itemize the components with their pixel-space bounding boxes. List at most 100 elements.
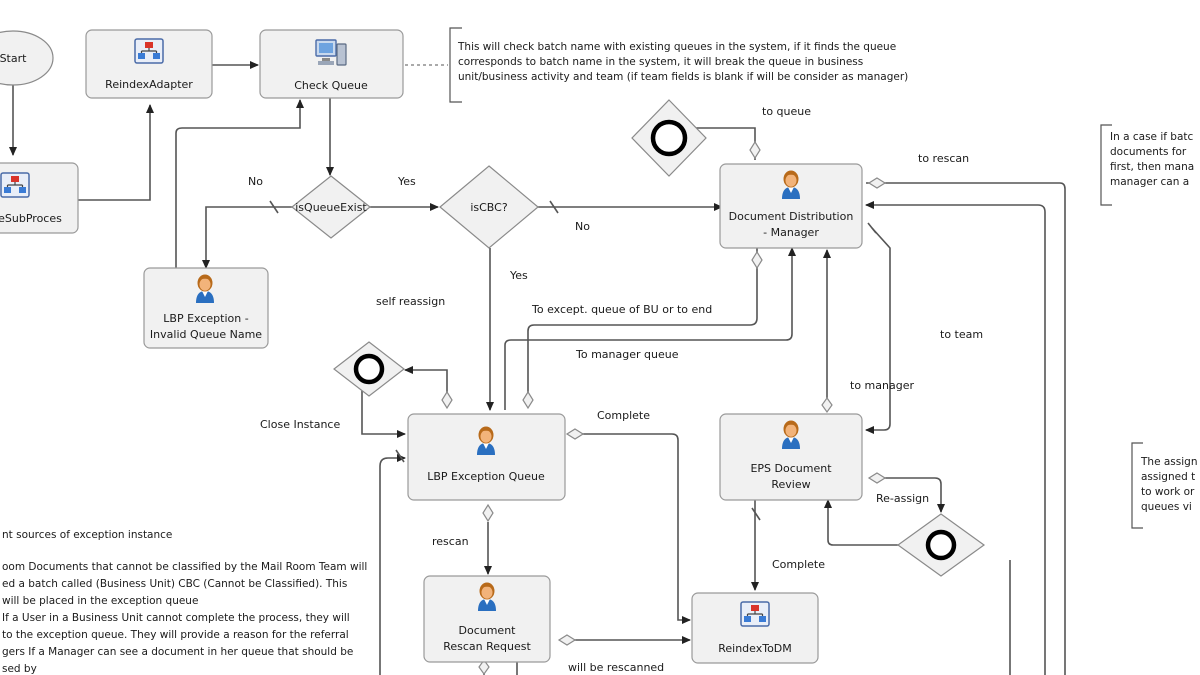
edge-label-self-reassign: self reassign xyxy=(376,295,445,308)
end-event-top[interactable] xyxy=(631,99,707,177)
condition-slash xyxy=(549,200,559,214)
connector-diamond xyxy=(522,390,534,410)
doc-distribution-label-2: - Manager xyxy=(763,226,819,239)
note-line: In a case if batc xyxy=(1110,131,1194,143)
note-line: If a User in a Business Unit cannot comp… xyxy=(2,612,350,624)
note-exception-sources: nt sources of exception instance oom Doc… xyxy=(2,529,367,675)
org-chart-icon xyxy=(740,601,770,627)
condition-slash xyxy=(269,200,279,214)
connector-diamond xyxy=(867,472,887,484)
note-right-top: In a case if batc documents for first, t… xyxy=(1100,124,1194,206)
gateway-is-cbc[interactable]: isCBC? xyxy=(439,165,539,249)
note-line: nt sources of exception instance xyxy=(2,529,172,541)
edge-exception-to-manager-queue xyxy=(504,247,796,410)
lbp-invalid-label-2: Invalid Queue Name xyxy=(150,328,262,341)
edge-label-no-right: No xyxy=(575,220,590,233)
edge-isqueueexist-no xyxy=(202,206,294,269)
edge-rescan-return xyxy=(865,201,1046,675)
connector-diamond xyxy=(478,658,490,675)
note-line: The assign xyxy=(1140,456,1197,468)
note-line: sed by xyxy=(2,663,37,675)
edge-label-complete-top: Complete xyxy=(597,409,650,422)
connector-diamond xyxy=(441,390,453,410)
edge-label-yes-down: Yes xyxy=(509,269,528,282)
connector-diamond xyxy=(565,428,585,440)
node-reindex-adapter[interactable]: ReindexAdapter xyxy=(85,29,213,99)
note-line: documents for xyxy=(1110,146,1187,158)
edge-label-to-team: to team xyxy=(940,328,983,341)
node-check-queue[interactable]: Check Queue xyxy=(259,29,404,99)
node-reindex-to-dm[interactable]: ReindexToDM xyxy=(691,592,819,664)
end-event-left[interactable] xyxy=(333,341,405,397)
end-event-icon xyxy=(925,529,957,561)
lbp-invalid-label-1: LBP Exception - xyxy=(163,312,248,325)
edge-label-will-be-rescanned: will be rescanned xyxy=(568,661,664,674)
edge-label-rescan: rescan xyxy=(432,535,469,548)
note-line: to the exception queue. They will provid… xyxy=(2,629,349,641)
edge-subprocess-to-reindex xyxy=(78,104,154,201)
note-line: corresponds to batch name in the system,… xyxy=(458,56,863,68)
connector-diamond xyxy=(749,140,761,160)
org-chart-icon xyxy=(0,172,30,198)
note-line: will be placed in the exception queue xyxy=(2,595,198,607)
edge-eps-reassign xyxy=(882,477,945,513)
node-document-distribution[interactable]: Document Distribution - Manager xyxy=(719,163,863,249)
note-line: unit/business activity and team (if team… xyxy=(458,71,908,83)
edges xyxy=(9,61,1066,675)
connector-diamond xyxy=(867,177,887,189)
lbp-exception-queue-label: LBP Exception Queue xyxy=(427,470,545,483)
note-line: gers If a Manager can see a document in … xyxy=(2,646,353,658)
eps-review-label-2: Review xyxy=(771,478,810,491)
condition-slash xyxy=(751,507,761,521)
rescan-request-label-1: Document xyxy=(459,624,517,637)
end-event-icon xyxy=(650,119,688,157)
edge-close-instance xyxy=(361,390,406,438)
node-lbp-invalid[interactable]: LBP Exception - Invalid Queue Name xyxy=(143,267,269,349)
check-queue-label: Check Queue xyxy=(294,79,368,92)
connector-diamond xyxy=(482,503,494,523)
edge-label-to-queue: to queue xyxy=(762,105,811,118)
edge-distribution-to-rescan xyxy=(866,182,1066,675)
org-chart-icon xyxy=(134,38,164,64)
node-rescan-request[interactable]: Document Rescan Request xyxy=(423,575,551,663)
edge-exception-to-end xyxy=(404,366,448,398)
node-lbp-exception-queue[interactable]: LBP Exception Queue xyxy=(407,413,566,501)
note-line: This will check batch name with existing… xyxy=(457,41,896,53)
reindex-to-dm-label: ReindexToDM xyxy=(718,642,792,655)
eps-review-label-1: EPS Document xyxy=(750,462,832,475)
note-line: ed a batch called (Business Unit) CBC (C… xyxy=(2,578,347,590)
note-right-bottom: The assign assigned t to work or queues … xyxy=(1131,442,1197,529)
reindex-adapter-label: ReindexAdapter xyxy=(105,78,193,91)
connector-markers xyxy=(269,140,887,675)
edge-left-return xyxy=(379,454,406,675)
note-line: queues vi xyxy=(1141,501,1192,513)
gateway-is-queue-exist[interactable]: isQueueExist xyxy=(291,175,371,239)
edge-label-close-instance: Close Instance xyxy=(260,418,340,431)
note-line: to work or xyxy=(1141,486,1195,498)
edge-label-complete-bottom: Complete xyxy=(772,558,825,571)
condition-slash xyxy=(395,449,405,463)
note-line: first, then mana xyxy=(1110,161,1194,173)
edge-invalid-to-checkqueue xyxy=(175,99,304,268)
edge-label-to-except: To except. queue of BU or to end xyxy=(531,303,712,316)
edge-label-to-manager-queue: To manager queue xyxy=(575,348,679,361)
is-queue-exist-label: isQueueExist xyxy=(295,201,367,214)
edge-label-re-assign: Re-assign xyxy=(876,492,929,505)
note-check-queue: This will check batch name with existing… xyxy=(449,27,908,103)
start-event[interactable]: Start xyxy=(0,30,54,86)
doc-distribution-label-1: Document Distribution xyxy=(729,210,854,223)
connector-diamond xyxy=(821,396,833,414)
edge-distribution-to-team xyxy=(865,227,891,434)
edge-label-to-rescan: to rescan xyxy=(918,152,969,165)
condition-slash xyxy=(867,222,877,234)
start-label: Start xyxy=(0,52,27,65)
node-eps-document-review[interactable]: EPS Document Review xyxy=(719,413,863,501)
computer-icon xyxy=(315,39,347,66)
edge-distribution-to-except xyxy=(527,246,758,398)
edge-labels: No Yes No Yes to queue to rescan self re… xyxy=(248,105,983,674)
node-sub-process[interactable]: eSubProces xyxy=(0,162,79,234)
end-event-right[interactable] xyxy=(896,513,986,577)
edge-label-to-manager: to manager xyxy=(850,379,914,392)
sub-process-label: eSubProces xyxy=(0,212,62,225)
